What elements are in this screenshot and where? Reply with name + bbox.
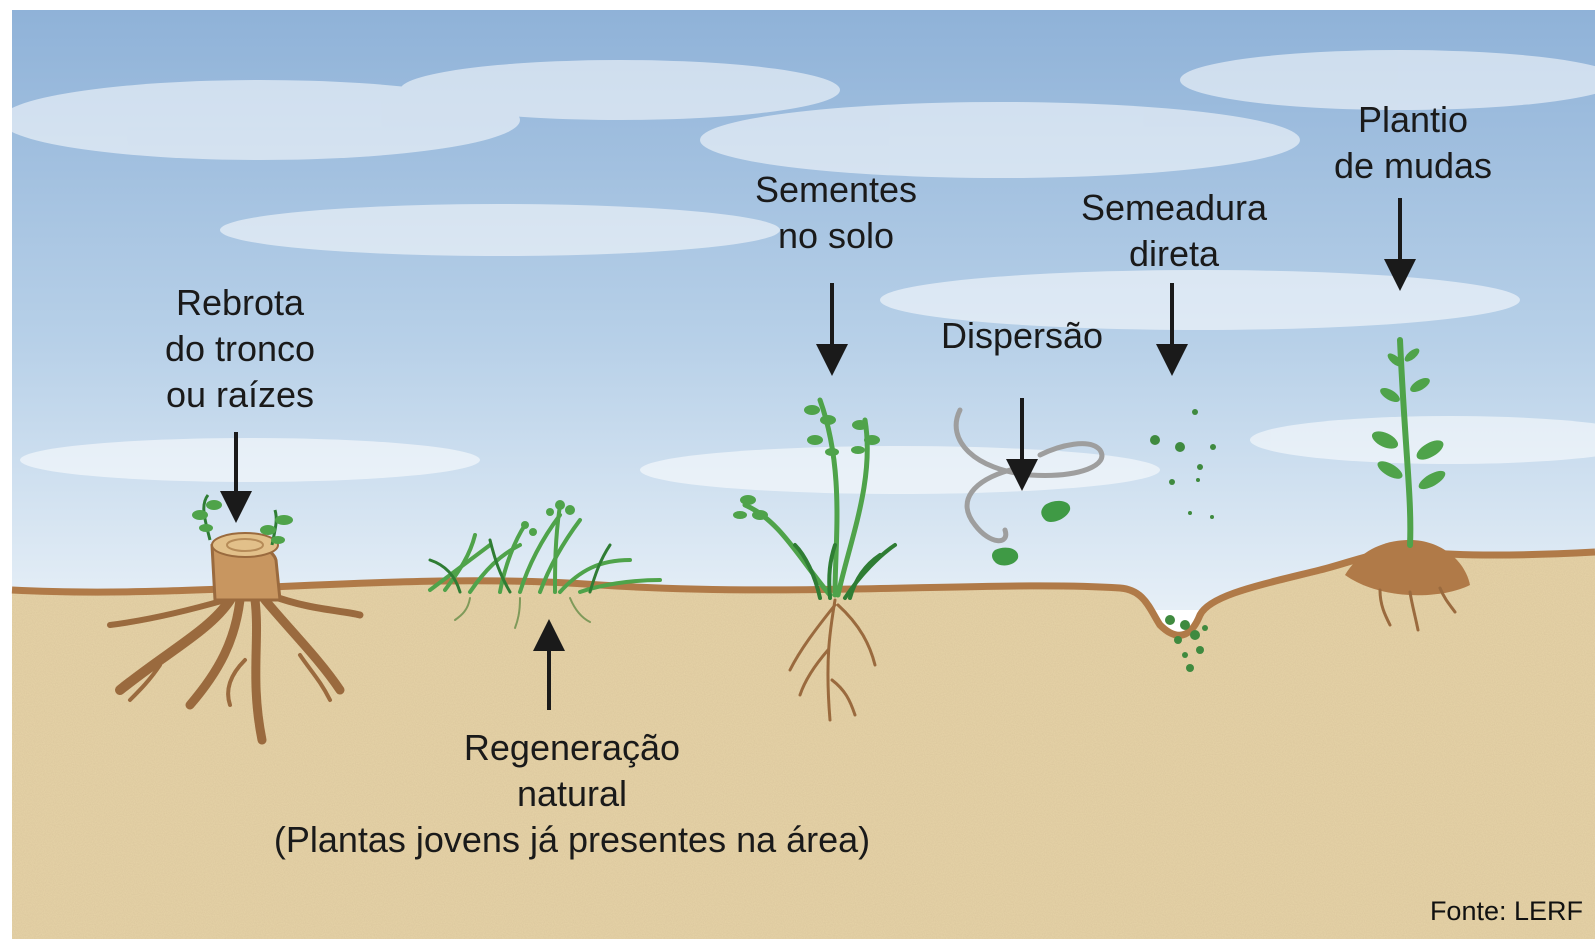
label-sementes: Sementes no solo — [755, 167, 917, 259]
label-semeadura-line1: Semeadura — [1080, 187, 1268, 228]
label-plantio-line2: de mudas — [1333, 145, 1493, 186]
dispersal-wind-swirl — [953, 407, 1105, 544]
label-rebrota-line2: do tronco — [164, 328, 316, 369]
label-dispersao-line1: Dispersão — [940, 315, 1104, 356]
label-rebrota-line3: ou raízes — [165, 374, 315, 415]
label-sementes-line2: no solo — [777, 215, 895, 256]
clouds — [0, 50, 1595, 494]
stump-with-roots — [107, 494, 364, 745]
label-semeadura-line2: direta — [1128, 233, 1220, 274]
label-plantio: Plantio de mudas — [1334, 97, 1492, 189]
direct-seeding-seeds — [1150, 409, 1216, 672]
label-sementes-line1: Sementes — [754, 169, 918, 210]
label-rebrota: Rebrota do tronco ou raízes — [165, 280, 315, 418]
planted-seedling — [1345, 337, 1470, 632]
arrows — [220, 198, 1416, 710]
label-regeneracao-line2: natural — [516, 773, 628, 814]
label-rebrota-line1: Rebrota — [175, 282, 305, 323]
label-regeneracao-line1: Regeneração — [463, 727, 681, 768]
label-regeneracao: Regeneração natural (Plantas jovens já p… — [274, 725, 870, 863]
label-plantio-line1: Plantio — [1357, 99, 1469, 140]
natural-regeneration-plants — [428, 500, 662, 629]
dispersal-seeds — [992, 500, 1071, 566]
label-semeadura: Semeadura direta — [1081, 185, 1267, 277]
source-credit: Fonte: LERF — [1429, 896, 1583, 926]
seed-bank-plant — [733, 397, 897, 722]
label-regeneracao-line3: (Plantas jovens já presentes na área) — [273, 819, 871, 860]
label-dispersao: Dispersão — [941, 313, 1103, 359]
